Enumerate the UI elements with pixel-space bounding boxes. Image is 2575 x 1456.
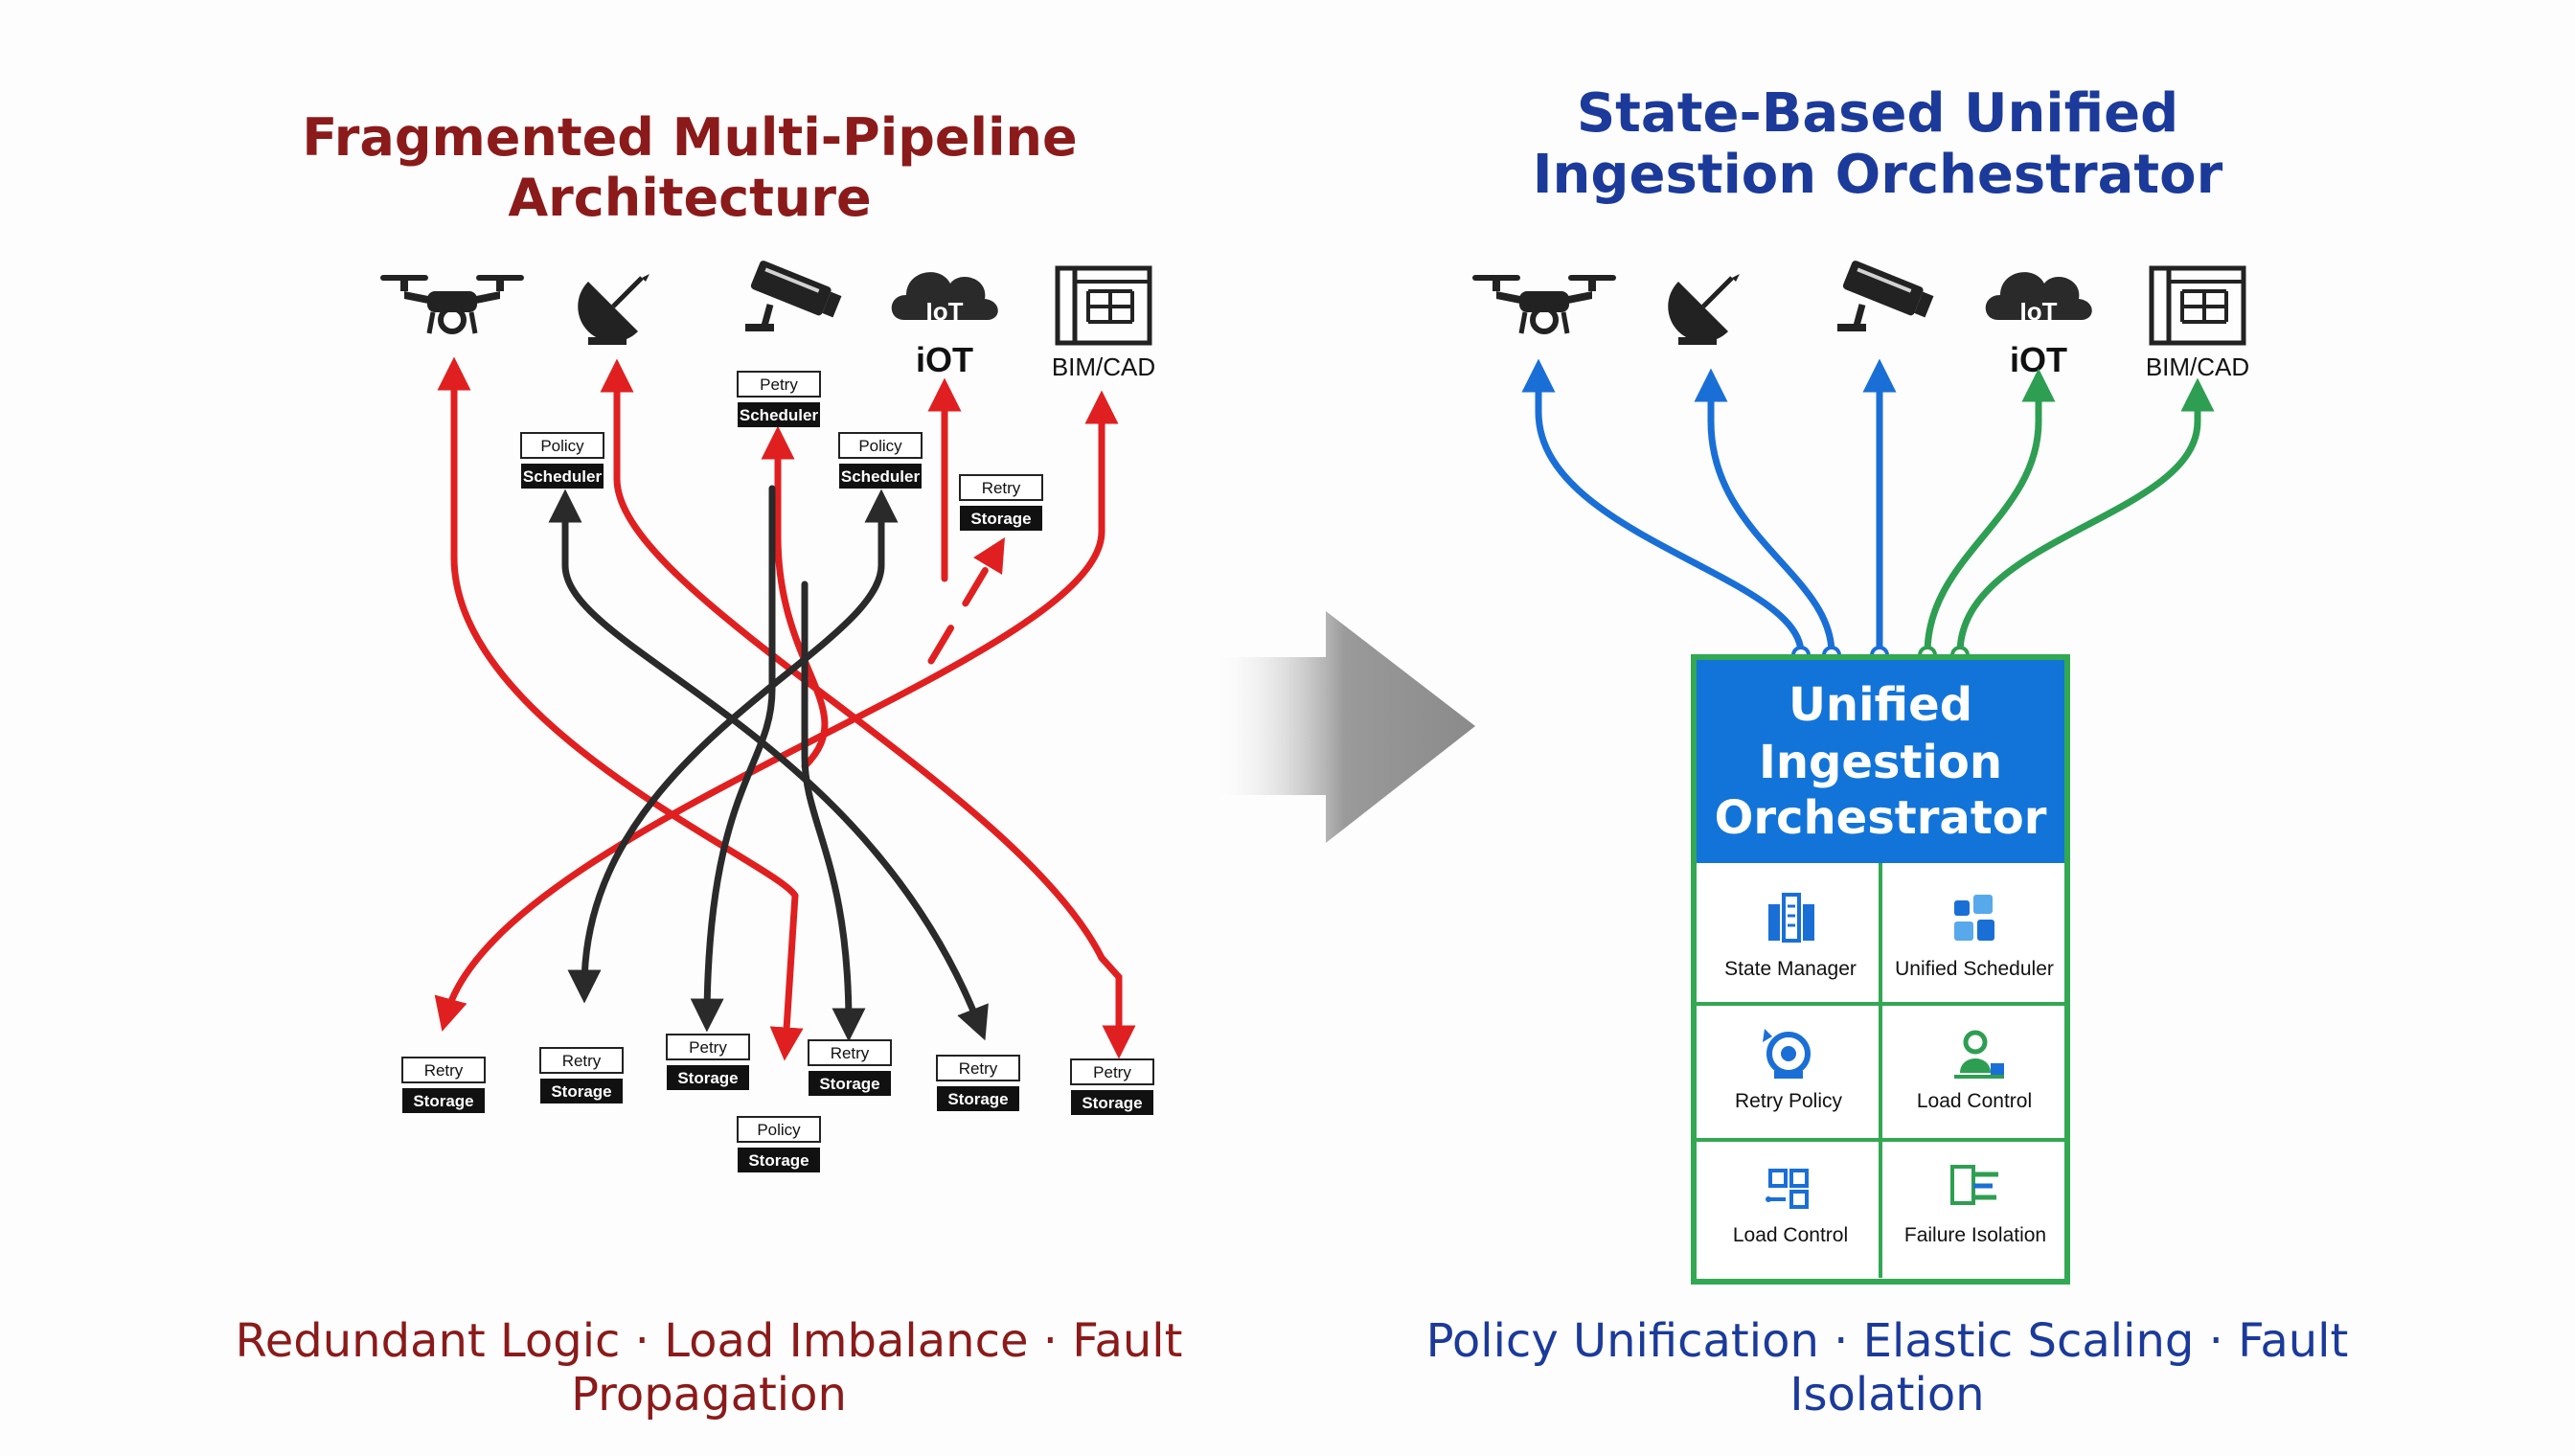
source-label-iot: iOT [916,340,973,379]
stack-label-top: Policy [858,437,902,455]
state-manager-icon [1768,893,1814,943]
stack-bottom-1: Retry Storage [401,1057,486,1113]
stack-policy-scheduler-1: Policy Scheduler [520,432,604,489]
module-label: Load Control [1733,1224,1848,1246]
stack-label-bottom: Storage [947,1090,1008,1108]
stack-label-top: Petry [1093,1063,1131,1081]
left-panel-title: Fragmented Multi-Pipeline Architecture [302,107,1078,228]
stack-label-bottom: Storage [413,1092,473,1110]
stack-policy-scheduler-2: Policy Scheduler [838,432,923,489]
module-retry-policy: Retry Policy [1735,1029,1843,1112]
load-control-grid-icon [1766,1169,1809,1209]
module-unified-scheduler: Unified Scheduler [1895,895,2054,980]
stack-label-bottom: Storage [748,1151,809,1170]
module-state-manager: State Manager [1724,893,1857,980]
pipeline-black-2 [567,489,899,1004]
stack-label-bottom: Storage [1082,1094,1142,1112]
right-panel-title-line2: Ingestion Orchestrator [1532,144,2223,206]
iot-badge-text: IoT [2020,297,2058,326]
pipeline-red-2 [600,358,1105,962]
left-top-stacks: Policy Scheduler Petry Scheduler Policy … [520,371,1043,531]
source-label-iot: iOT [2010,340,2067,379]
module-load-control: Load Control [1917,1030,2032,1112]
stack-label-top: Petry [760,375,798,394]
stack-label-top: Retry [562,1052,602,1070]
satellite-dish-icon [1668,274,1740,345]
connection-iot [1924,368,2056,657]
pipeline-red-7 [1098,954,1136,1059]
camera-icon [745,260,843,331]
stack-label-bottom: Storage [677,1069,738,1087]
stack-bottom-3: Petry Storage [666,1034,750,1090]
transition-arrow [1215,611,1475,843]
module-label: State Manager [1724,958,1857,980]
stack-label-top: Policy [540,437,584,455]
stack-bottom-7: Policy Storage [737,1116,821,1172]
module-load-control-2: Load Control [1733,1169,1848,1246]
left-sources: IoT iOT BIM/CAD [383,260,1155,381]
load-control-icon [1954,1030,2004,1079]
stack-label-bottom: Storage [819,1075,879,1093]
stack-label-top: Retry [959,1059,998,1078]
orchestrator-block: Unified Ingestion Orchestrator State Man… [1691,654,2070,1285]
stack-label-bottom: Scheduler [740,406,819,424]
module-label: Failure Isolation [1904,1224,2046,1246]
stack-retry-storage-top: Retry Storage [959,474,1043,531]
pipeline-black-3 [690,485,776,1033]
bim-cad-icon [1058,268,1150,343]
stack-label-top: Retry [831,1044,870,1062]
right-panel-footer: Policy Unification · Elastic Scaling · F… [1425,1314,2349,1422]
iot-cloud-icon: IoT [891,272,998,326]
stack-label-top: Retry [424,1061,464,1080]
orchestrator-header [1697,660,2064,863]
satellite-dish-icon [578,274,649,345]
module-label: Unified Scheduler [1895,958,2054,980]
unified-scheduler-icon [1954,895,1994,941]
orchestrator-title-line2: Ingestion [1759,736,2002,789]
stack-label-bottom: Storage [970,510,1031,528]
stack-bottom-4: Retry Storage [808,1039,892,1096]
stack-label-bottom: Scheduler [523,467,603,486]
orchestrator-title-line3: Orchestrator [1715,791,2047,845]
module-label: Load Control [1917,1090,2032,1112]
camera-icon [1837,260,1935,331]
stack-bottom-6: Petry Storage [1070,1058,1154,1115]
failure-isolation-icon [1950,1165,1998,1205]
module-label: Retry Policy [1735,1090,1843,1112]
stack-bottom-5: Retry Storage [936,1055,1020,1111]
right-sources: IoT iOT BIM/CAD [1475,260,2249,381]
connection-dish [1694,368,1835,657]
source-label-bim-cad: BIM/CAD [2146,353,2249,381]
pipeline-black-4 [801,580,866,1042]
stack-label-top: Retry [982,479,1021,497]
left-pipelines [434,356,1136,1061]
left-panel-footer: Redundant Logic · Load Imbalance · Fault… [235,1314,1183,1422]
module-failure-isolation: Failure Isolation [1904,1165,2046,1246]
pipeline-red-4 [761,425,829,770]
stack-label-top: Policy [757,1121,801,1139]
connection-bim-cad [1956,377,2215,657]
stack-label-bottom: Scheduler [841,467,921,486]
orchestrator-title-line1: Unified [1789,678,1972,732]
drone-icon [1475,278,1613,333]
stack-label-bottom: Storage [551,1082,611,1101]
left-bottom-stacks: Retry Storage Retry Storage Petry Storag… [401,1034,1154,1172]
stack-label-top: Petry [689,1038,727,1057]
iot-cloud-icon: IoT [1985,272,2092,326]
source-label-bim-cad: BIM/CAD [1052,353,1155,381]
stack-petry-scheduler: Petry Scheduler [737,371,821,427]
stack-bottom-2: Retry Storage [539,1047,624,1103]
right-connections [1521,358,2215,657]
connection-drone [1521,358,1805,657]
iot-badge-text: IoT [926,297,964,326]
bim-cad-icon [2152,268,2244,343]
retry-policy-icon [1763,1029,1811,1079]
right-panel-title-line1: State-Based Unified [1576,82,2179,145]
drone-icon [383,278,521,333]
